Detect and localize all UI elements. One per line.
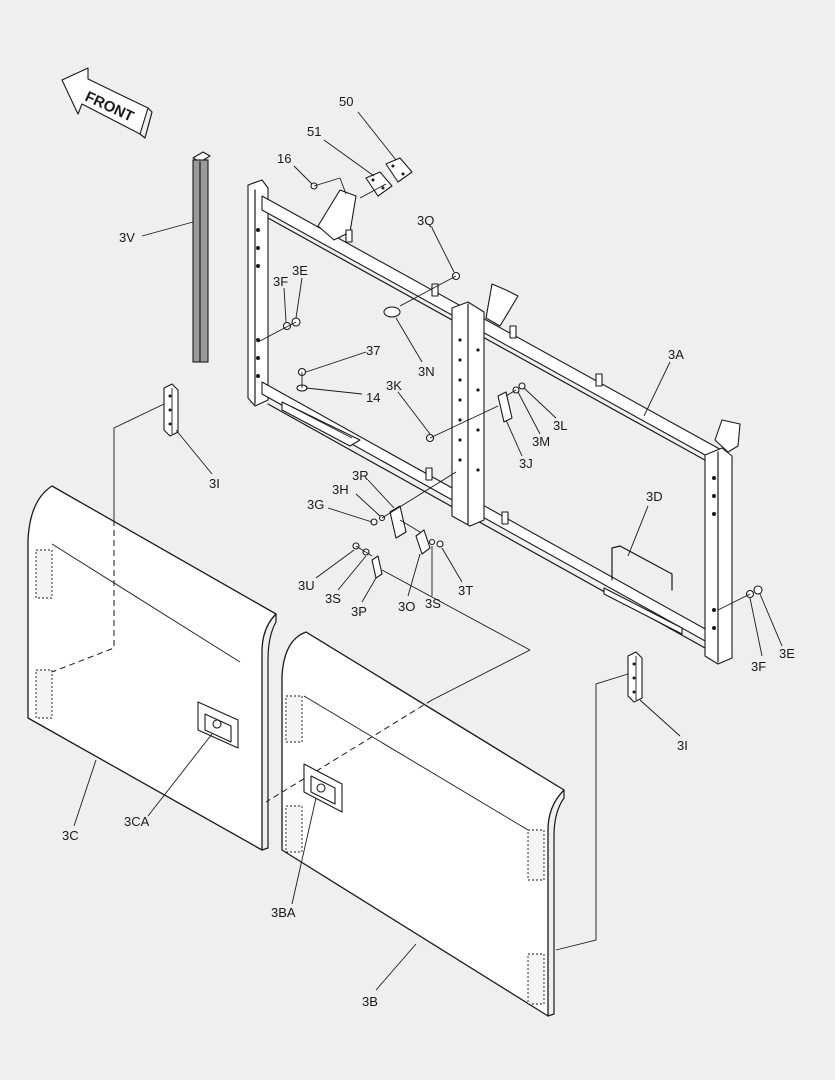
label-50: 50 <box>339 94 353 109</box>
label-3ba: 3BA <box>271 905 296 920</box>
label-3f-right: 3F <box>751 659 766 674</box>
label-3b: 3B <box>362 994 378 1009</box>
latch-3o <box>415 529 431 555</box>
label-3q: 3Q <box>417 213 434 228</box>
label-3f-top: 3F <box>273 274 288 289</box>
label-3n: 3N <box>418 364 435 379</box>
latch-3r <box>389 505 407 539</box>
label-3j: 3J <box>519 456 533 471</box>
label-3e-top: 3E <box>292 263 308 278</box>
door-panel-3c <box>27 485 277 851</box>
plate-50 <box>385 157 413 183</box>
label-3i-right: 3I <box>677 738 688 753</box>
leader-lines <box>73 111 783 991</box>
label-3s-left: 3S <box>325 591 341 606</box>
strip-3v <box>192 151 211 363</box>
hinge-3i-right <box>627 651 643 703</box>
label-3o: 3O <box>398 599 415 614</box>
label-3i-left: 3I <box>209 476 220 491</box>
bracket-3j <box>497 391 513 423</box>
handle-3ca <box>197 701 239 749</box>
washer-3e-right <box>753 585 763 595</box>
guide-lines <box>113 177 751 951</box>
label-3ca: 3CA <box>124 814 150 829</box>
hinge-3i-left <box>163 383 179 437</box>
label-3a: 3A <box>668 347 684 362</box>
label-3t: 3T <box>458 583 473 598</box>
latch-3p <box>371 555 383 579</box>
label-3h: 3H <box>332 482 349 497</box>
washer-3s-right <box>428 538 436 546</box>
label-3k: 3K <box>386 378 402 393</box>
label-3p: 3P <box>351 604 367 619</box>
door-panel-3b <box>265 631 565 1017</box>
front-arrow: FRONT <box>61 67 153 139</box>
bolt-3t <box>436 540 444 548</box>
label-51: 51 <box>307 124 321 139</box>
washer-3l <box>518 382 526 390</box>
label-3c: 3C <box>62 828 79 843</box>
label-3e-right: 3E <box>779 646 795 661</box>
label-3s-right: 3S <box>425 596 441 611</box>
label-37: 37 <box>366 343 380 358</box>
label-3l: 3L <box>553 418 567 433</box>
part-labels: 50 51 16 3Q 3V 3E 3F 37 14 3N 3K 3M 3L 3… <box>62 94 795 1009</box>
handle-3ba <box>303 763 343 813</box>
hardware <box>163 157 763 703</box>
label-3v: 3V <box>119 230 135 245</box>
label-3m: 3M <box>532 434 550 449</box>
label-3r: 3R <box>352 468 369 483</box>
label-3u: 3U <box>298 578 315 593</box>
bumper-3n <box>383 306 401 318</box>
label-3d: 3D <box>646 489 663 504</box>
label-16: 16 <box>277 151 291 166</box>
frame-3a <box>247 179 741 665</box>
label-14: 14 <box>366 390 380 405</box>
label-3g: 3G <box>307 497 324 512</box>
